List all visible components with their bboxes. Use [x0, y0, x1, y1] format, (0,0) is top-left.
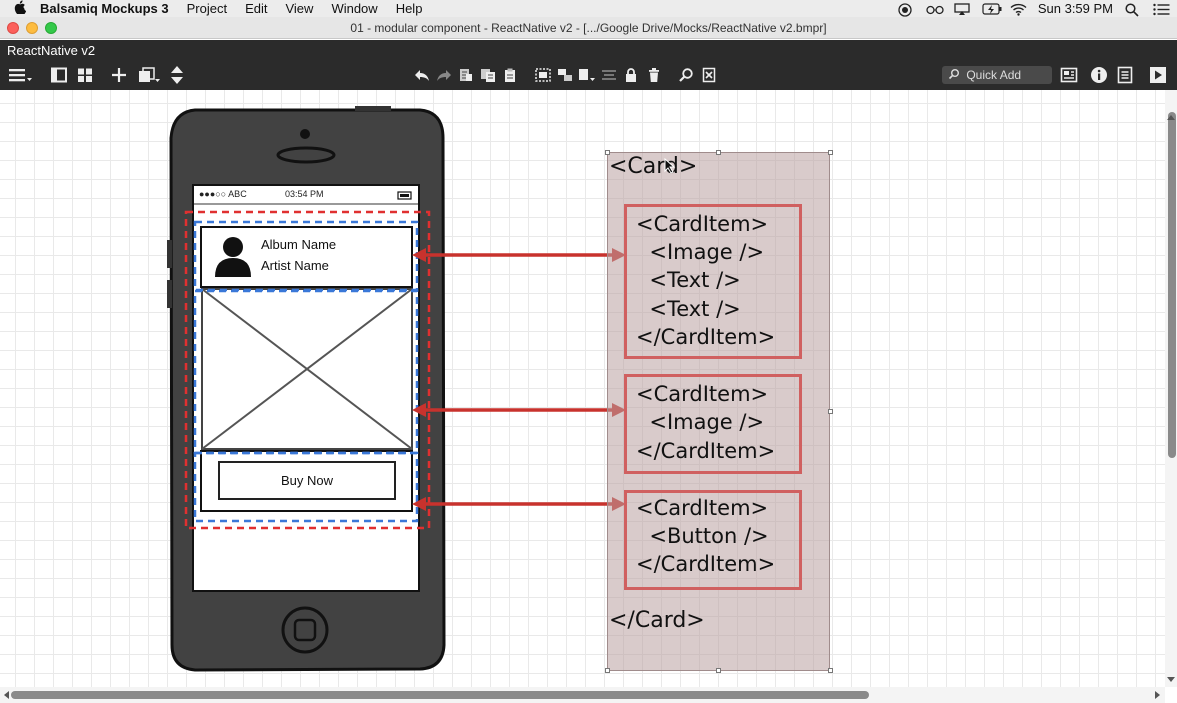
menu-bar: Balsamiq Mockups 3 Project Edit View Win…	[0, 0, 1177, 17]
card-item-box[interactable]	[624, 204, 802, 359]
cursor-icon	[664, 158, 676, 174]
scroll-right-arrow-icon[interactable]	[1154, 690, 1162, 700]
code-line: <Button />	[636, 524, 769, 548]
duplicate-icon[interactable]	[136, 66, 162, 84]
distribute-icon[interactable]	[600, 66, 618, 84]
record-icon[interactable]	[898, 2, 914, 17]
arrange-icon[interactable]	[166, 66, 188, 84]
group-icon[interactable]	[534, 66, 552, 84]
phone-carrier: ●●●○○ ABC	[199, 189, 247, 199]
apple-icon[interactable]	[0, 0, 40, 17]
app-menu[interactable]: Balsamiq Mockups 3	[40, 1, 169, 16]
menu-view[interactable]: View	[285, 1, 314, 16]
code-line: <CardItem>	[636, 382, 769, 406]
quick-add-label: Quick Add	[966, 68, 1022, 82]
clock[interactable]: Sun 3:59 PM	[1037, 1, 1113, 16]
vertical-scroll-thumb[interactable]	[1168, 112, 1176, 458]
lock-icon[interactable]	[622, 66, 640, 84]
menu-edit[interactable]: Edit	[245, 1, 268, 16]
album-name: Album Name	[261, 237, 337, 252]
horizontal-scroll-thumb[interactable]	[11, 691, 869, 699]
code-line: </CardItem>	[636, 439, 776, 463]
align-icon[interactable]	[577, 66, 597, 84]
code-line: </CardItem>	[636, 552, 776, 576]
resize-handle[interactable]	[828, 668, 833, 673]
card-item-box[interactable]	[624, 490, 802, 590]
close-window-button[interactable]	[7, 22, 19, 34]
presentation-icon[interactable]	[1148, 66, 1168, 84]
code-line: <Text />	[636, 297, 741, 321]
minimize-window-button[interactable]	[26, 22, 38, 34]
resize-handle[interactable]	[828, 150, 833, 155]
resize-handle[interactable]	[716, 150, 721, 155]
window-title: 01 - modular component - ReactNative v2 …	[350, 21, 827, 35]
scroll-up-arrow-icon[interactable]	[1166, 113, 1176, 121]
redo-icon[interactable]	[434, 66, 454, 84]
delete-icon[interactable]	[645, 66, 663, 84]
menu-window[interactable]: Window	[331, 1, 378, 16]
spotlight-search-icon[interactable]	[1125, 2, 1141, 17]
grid-view-icon[interactable]	[74, 66, 96, 84]
menu-help[interactable]: Help	[395, 1, 423, 16]
code-line: <Image />	[636, 240, 765, 264]
window-title-bar: 01 - modular component - ReactNative v2 …	[0, 17, 1177, 39]
code-line: </CardItem>	[636, 325, 776, 349]
scroll-down-arrow-icon[interactable]	[1166, 676, 1176, 684]
phone-time: 03:54 PM	[285, 189, 324, 199]
resize-handle[interactable]	[716, 668, 721, 673]
card-item-box[interactable]	[624, 374, 802, 474]
resize-handle[interactable]	[828, 409, 833, 414]
card-code-panel[interactable]	[607, 152, 830, 671]
scroll-left-arrow-icon[interactable]	[2, 690, 10, 700]
resize-handle[interactable]	[605, 668, 610, 673]
code-line: <CardItem>	[636, 212, 769, 236]
code-line: <Text />	[636, 268, 741, 292]
find-icon[interactable]	[677, 66, 695, 84]
battery-icon[interactable]	[982, 2, 1002, 15]
paste-icon[interactable]	[501, 66, 519, 84]
wifi-icon[interactable]	[1010, 3, 1027, 16]
info-icon[interactable]	[1089, 66, 1109, 84]
resize-handle[interactable]	[605, 150, 610, 155]
copy-icon[interactable]	[479, 66, 497, 84]
glasses-icon[interactable]	[926, 3, 944, 15]
airplay-icon[interactable]	[954, 2, 970, 15]
undo-icon[interactable]	[412, 66, 432, 84]
project-name: ReactNative v2	[7, 43, 96, 58]
quick-add-input[interactable]: Quick Add	[942, 66, 1052, 84]
media-library-icon[interactable]	[1059, 66, 1079, 84]
buy-now-button[interactable]: Buy Now	[218, 461, 396, 500]
card-close-tag: </Card>	[609, 608, 705, 633]
menu-project[interactable]: Project	[186, 1, 228, 16]
zoom-window-button[interactable]	[45, 22, 57, 34]
notes-icon[interactable]	[1116, 66, 1134, 84]
artist-name: Artist Name	[261, 258, 329, 273]
single-panel-icon[interactable]	[48, 66, 70, 84]
menu-icon[interactable]	[6, 66, 34, 84]
card-open-tag: <Card>	[609, 154, 698, 179]
clear-icon[interactable]	[700, 66, 718, 84]
buy-now-label: Buy Now	[280, 473, 334, 488]
add-icon[interactable]	[108, 66, 130, 84]
cut-icon[interactable]	[457, 66, 475, 84]
code-line: <Image />	[636, 410, 765, 434]
notification-center-icon[interactable]	[1153, 3, 1170, 15]
search-icon	[948, 67, 960, 85]
code-line: <CardItem>	[636, 496, 769, 520]
ungroup-icon[interactable]	[556, 66, 574, 84]
